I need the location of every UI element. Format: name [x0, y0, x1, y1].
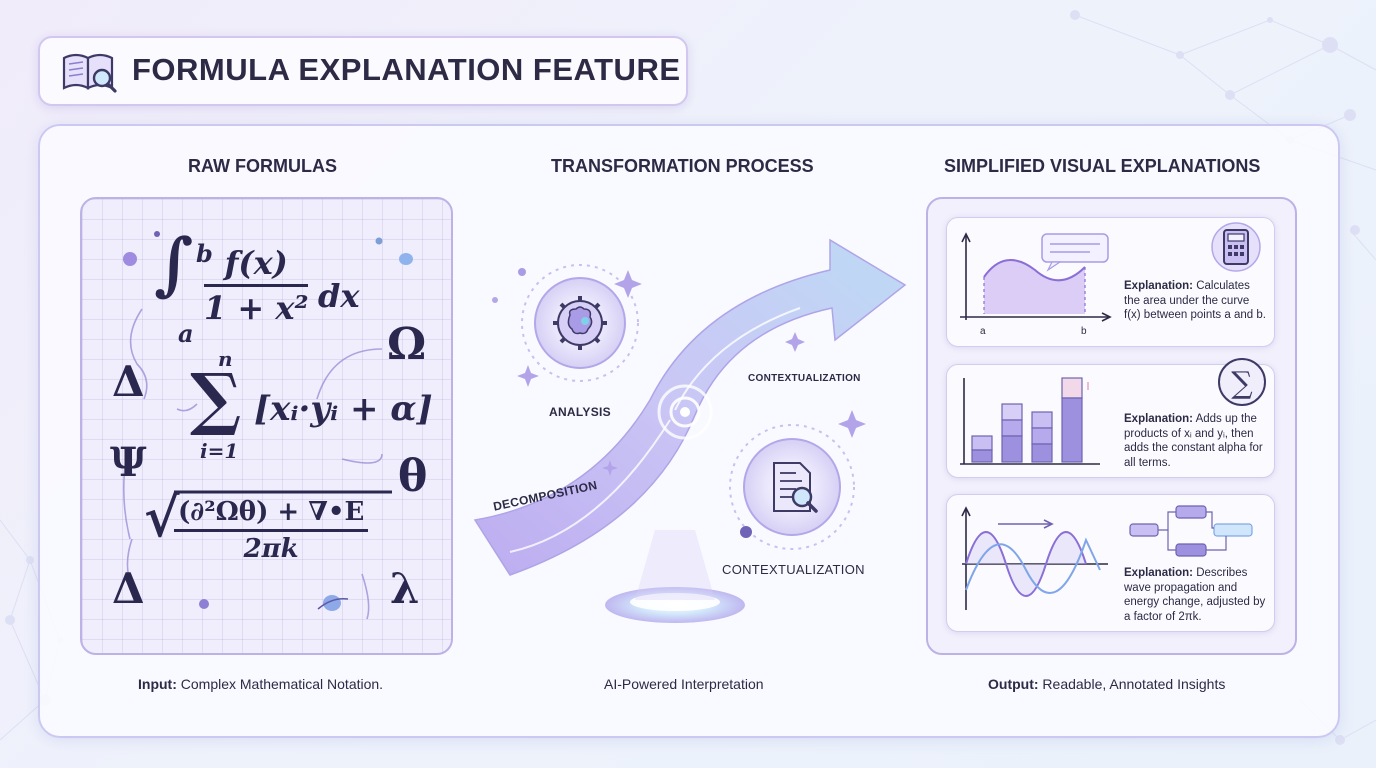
- axis-label-b: b: [1081, 326, 1087, 337]
- output-footer: Output: Readable, Annotated Insights: [988, 676, 1226, 692]
- integral-sign: ∫: [154, 224, 194, 304]
- contextualization-label-top: CONTEXTUALIZATION: [748, 373, 861, 384]
- lambda-symbol: λ: [390, 564, 420, 613]
- area-under-curve-chart: [960, 232, 1112, 322]
- summation-bar-chart: [960, 377, 1100, 465]
- integral-dx: dx: [318, 277, 360, 315]
- sum-body: [xᵢ·yᵢ + α]: [254, 389, 433, 429]
- integral-numerator: f(x): [204, 244, 309, 287]
- omega-symbol: Ω: [387, 319, 427, 370]
- sqrt-fraction: (∂²Ωθ) + ∇•E 2πk: [174, 497, 369, 564]
- main-flow-arrow: [473, 238, 907, 576]
- document-search-icon: [773, 462, 818, 513]
- raw-formulas-panel: ∫ b a f(x) 1 + x² dx Δ Ω Ψ θ Δ λ n ∑ i=1…: [80, 197, 453, 655]
- integral-lower-limit: a: [178, 319, 194, 348]
- integral-fraction: f(x) 1 + x²: [204, 244, 309, 327]
- integral-upper-limit: b: [196, 239, 213, 268]
- calculator-icon: [1211, 222, 1261, 272]
- sigma-sign: ∑: [190, 359, 242, 439]
- sigma-icon: ∑: [1218, 358, 1266, 406]
- transformation-process-heading: TRANSFORMATION PROCESS: [551, 156, 814, 176]
- svg-text:∑: ∑: [1231, 366, 1253, 401]
- delta-symbol-bottom: Δ: [112, 564, 145, 613]
- contextualization-label: CONTEXTUALIZATION: [722, 562, 865, 577]
- explanation-text-2: Explanation: Adds up the products of xᵢ …: [1124, 413, 1263, 469]
- delta-symbol: Δ: [112, 357, 145, 406]
- sqrt-bar: [174, 490, 392, 494]
- sqrt-denominator: 2πk: [243, 534, 299, 564]
- process-footer: AI-Powered Interpretation: [604, 676, 764, 692]
- title-card: FORMULA EXPLANATION FEATURE: [38, 36, 688, 106]
- book-magnifier-icon: [62, 53, 117, 93]
- explanation-card-3: [946, 494, 1275, 632]
- explanation-text-3: Explanation: Describes wave propagation …: [1124, 567, 1266, 623]
- simplified-explanations-heading: SIMPLIFIED VISUAL EXPLANATIONS: [944, 156, 1261, 176]
- sqrt-numerator: (∂²Ωθ) + ∇•E: [174, 497, 369, 532]
- sum-lower-limit: i=1: [200, 439, 239, 463]
- psi-symbol: Ψ: [110, 439, 147, 486]
- raw-formulas-footer: Input: Complex Mathematical Notation.: [138, 676, 384, 692]
- transformation-diagram: [473, 238, 907, 623]
- theta-symbol: θ: [398, 451, 428, 502]
- axis-label-a: a: [980, 326, 986, 337]
- planet-icon: [123, 252, 137, 266]
- integral-denominator: 1 + x²: [204, 289, 309, 327]
- brain-gear-icon: [553, 296, 607, 350]
- page-title: FORMULA EXPLANATION FEATURE: [132, 52, 681, 87]
- sqrt-sign: √: [144, 485, 180, 549]
- flowchart-icon: [1129, 505, 1253, 557]
- formula-decorations: [122, 231, 413, 620]
- sparkle-icons: [517, 270, 866, 476]
- explanation-text-1: Explanation: Calculates the area under t…: [1124, 280, 1266, 321]
- analysis-label: ANALYSIS: [549, 405, 611, 419]
- raw-formulas-heading: RAW FORMULAS: [188, 156, 337, 176]
- sum-upper-limit: n: [218, 347, 233, 371]
- wave-chart: [961, 506, 1108, 610]
